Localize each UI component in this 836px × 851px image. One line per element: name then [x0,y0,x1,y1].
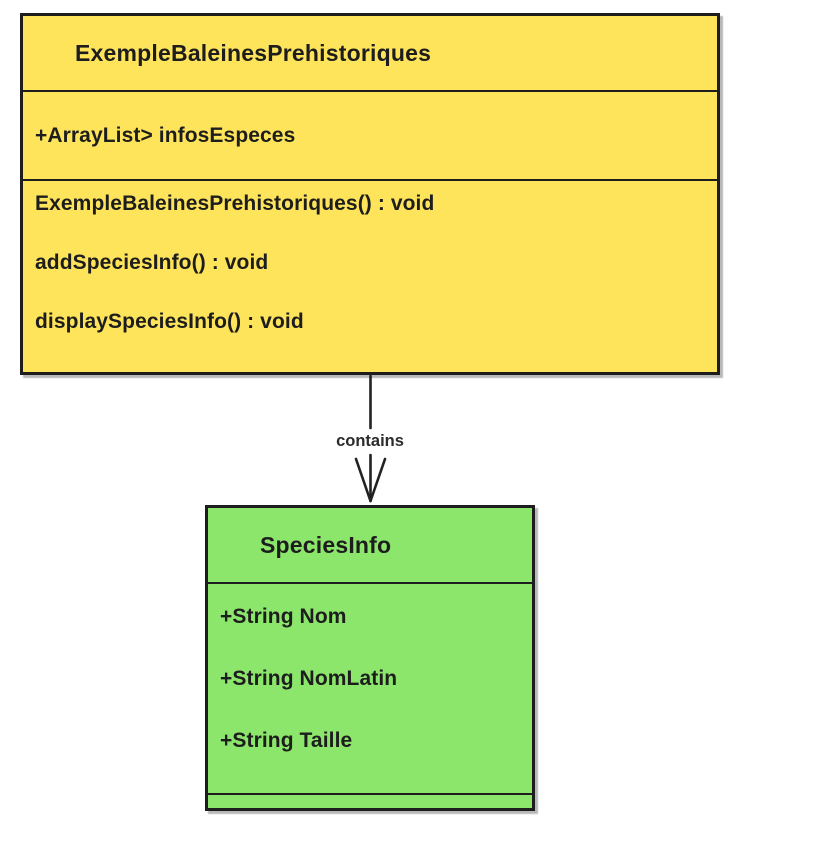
class-title: SpeciesInfo [208,508,532,584]
class-attribute: +ArrayList> infosEspeces [35,123,296,147]
attributes-compartment: +String Nom +String NomLatin +String Tai… [208,584,532,795]
class-method: ExempleBaleinesPrehistoriques() : void [35,191,435,215]
class-method: displaySpeciesInfo() : void [35,309,304,333]
methods-compartment: ExempleBaleinesPrehistoriques() : void a… [23,181,717,372]
class-attribute: +String NomLatin [220,667,398,690]
class-node-speciesinfo[interactable]: SpeciesInfo +String Nom +String NomLatin… [205,505,535,811]
attributes-compartment: +ArrayList> infosEspeces [23,92,717,181]
class-attribute: +String Nom [220,605,347,628]
edge-label: contains [333,432,407,451]
class-attribute: +String Taille [220,729,353,752]
class-method: addSpeciesInfo() : void [35,250,269,274]
methods-compartment-empty [208,795,532,808]
class-title: ExempleBaleinesPrehistoriques [23,16,717,92]
class-node-exemple-baleines-prehistoriques[interactable]: ExempleBaleinesPrehistoriques +ArrayList… [20,13,720,375]
